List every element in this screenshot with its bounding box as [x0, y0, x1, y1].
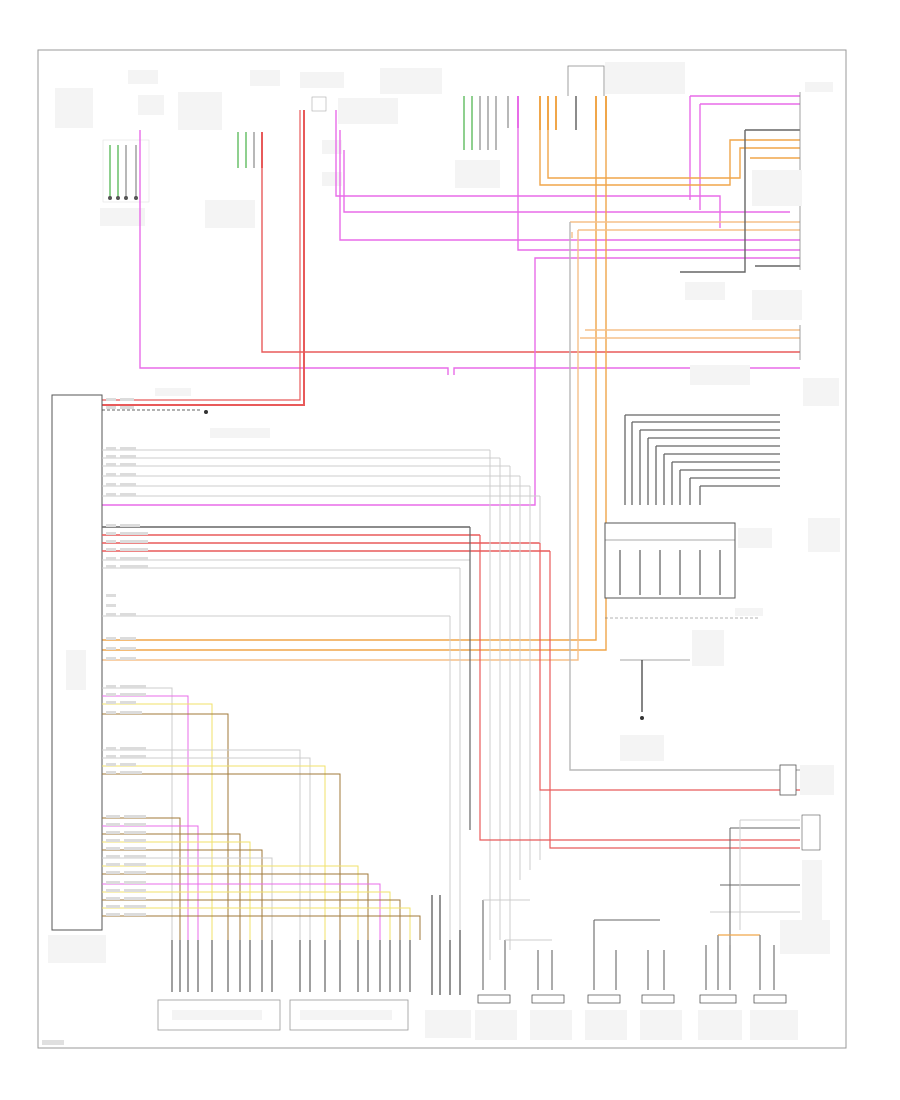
left-rear-headphone-jack	[157, 940, 281, 1031]
center-speaker	[425, 895, 471, 1038]
radio-pin-wires	[102, 449, 800, 960]
right-top-modules	[685, 82, 839, 406]
radio-pin-labels	[106, 398, 148, 916]
right-rear-door-speaker	[750, 935, 798, 1040]
right-front-tweeter	[698, 934, 760, 1040]
ground-connector-2	[178, 70, 280, 228]
top-left-connector-group	[55, 62, 685, 228]
fuse-block	[300, 68, 442, 186]
right-middle-connectors	[710, 764, 834, 960]
right-rear-speaker	[640, 950, 682, 1040]
ground-symbol-radio	[102, 388, 270, 438]
subwoofer-amplifier	[604, 414, 840, 619]
footer-code	[42, 1040, 64, 1045]
right-rear-headphone-jack	[289, 940, 411, 1031]
diagram-border	[37, 49, 847, 1049]
speaker-group	[475, 899, 798, 1040]
left-front-door-speaker	[505, 939, 572, 1040]
antenna-amplifier	[620, 630, 724, 761]
top-wire-harness	[102, 95, 800, 771]
right-front-door-speaker	[475, 899, 530, 1040]
left-rear-speaker	[585, 919, 660, 1040]
radio-unit	[48, 394, 106, 963]
antenna-module	[539, 62, 685, 130]
ground-connector-1	[55, 70, 164, 226]
ground-connector-3	[455, 96, 519, 188]
